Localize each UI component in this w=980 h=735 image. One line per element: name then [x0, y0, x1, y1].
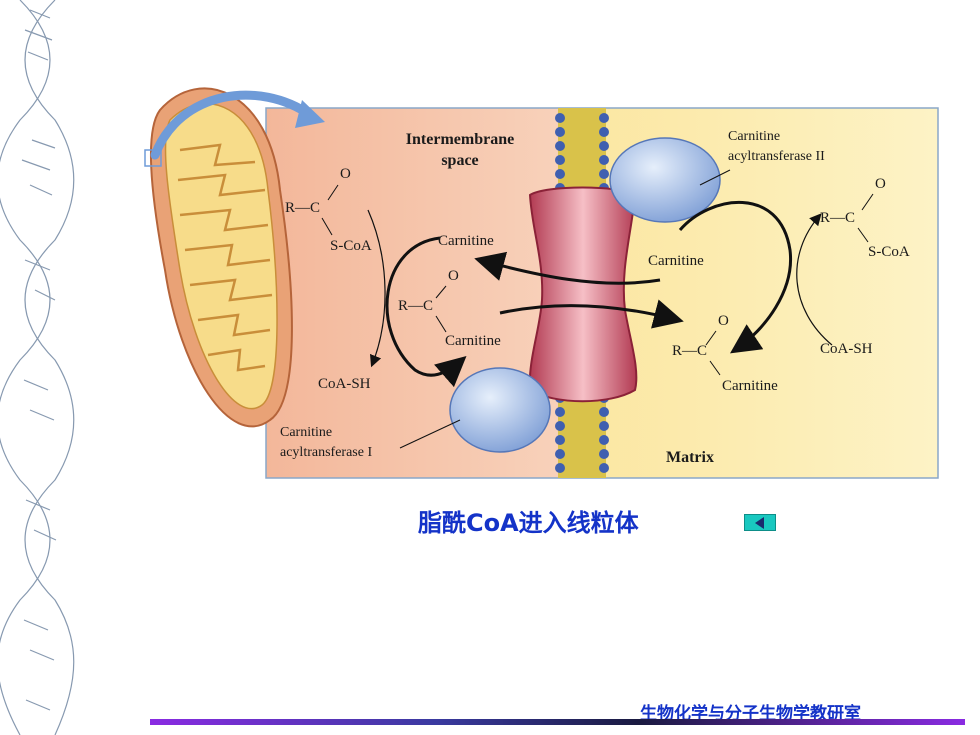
svg-text:Carnitine: Carnitine: [722, 378, 778, 394]
svg-text:CoA-SH: CoA-SH: [820, 341, 873, 357]
carnitine-acyltransferase-ii: [609, 137, 721, 223]
zoom-arrow: [150, 90, 315, 160]
slide-caption: 脂酰CoA进入线粒体: [418, 509, 639, 537]
svg-text:S-CoA: S-CoA: [868, 244, 910, 260]
footer-divider: [150, 719, 965, 725]
svg-text:O: O: [448, 268, 459, 284]
svg-text:O: O: [718, 313, 729, 329]
matrix-label: Matrix: [666, 449, 714, 466]
mitochondrion-illustration: [149, 87, 293, 428]
scoa-label: S-CoA: [330, 238, 372, 254]
cat1-label-2: acyltransferase I: [280, 445, 372, 460]
svg-text:O: O: [875, 176, 886, 192]
intermembrane-label: Intermembrane: [406, 131, 514, 148]
back-arrow-icon: [755, 517, 764, 529]
carnitine-label: Carnitine: [438, 233, 494, 249]
svg-text:R—C: R—C: [820, 210, 855, 226]
carnitine-acyltransferase-i: [449, 367, 551, 453]
space-label: space: [441, 152, 478, 169]
dna-helix-decoration: [0, 0, 75, 735]
cat2-label-2: acyltransferase II: [728, 149, 825, 164]
svg-text:Carnitine: Carnitine: [445, 333, 501, 349]
coa-sh-label: CoA-SH: [318, 376, 371, 392]
svg-text:R—C: R—C: [672, 343, 707, 359]
back-button[interactable]: [744, 514, 776, 531]
svg-text:R—C: R—C: [398, 298, 433, 314]
carnitine-shuttle-diagram: Intermembrane space Matrix Carnitine acy…: [144, 87, 939, 479]
rc-label: R—C: [285, 200, 320, 216]
translocase-channel: [528, 186, 638, 403]
svg-text:Carnitine: Carnitine: [648, 253, 704, 269]
cat2-label-1: Carnitine: [728, 129, 780, 144]
o-label: O: [340, 166, 351, 182]
cat1-label-1: Carnitine: [280, 425, 332, 440]
